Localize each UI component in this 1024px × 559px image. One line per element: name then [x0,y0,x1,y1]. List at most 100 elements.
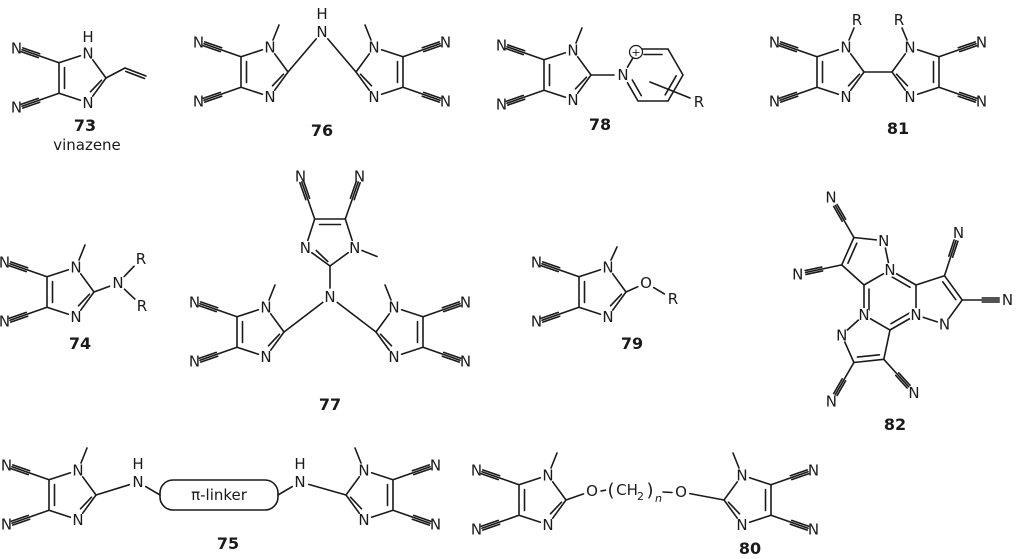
methyl-bond [361,249,378,258]
imidazole-ring [10,38,107,118]
methyl-bond [354,447,362,464]
label-mask [857,308,871,322]
atom-label-hydrogen: H [316,5,327,23]
atom-label-nitrogen: N [858,306,869,324]
atom-label-nitrogen: N [825,189,836,207]
methyl-bond [364,24,372,41]
atom-label-oxygen: O [675,483,687,501]
pi-linker-box [159,479,279,511]
label-mask [909,308,923,322]
imidazole-ring [0,252,95,332]
atom-label-nitrogen: N [112,274,123,292]
atom-label-nitrogen: N [836,326,847,344]
atom-label-r-group: R [894,11,904,29]
atom-label-nitrogen: N [132,473,143,491]
compound-number-76: 76 [311,121,333,140]
imidazole-ring [891,32,988,112]
atom-label-oxygen: O [586,482,598,500]
fused-ring-bonds [840,236,963,364]
compound-labels: 73 vinazene 74 75 76 77 78 79 80 81 82 [53,115,909,558]
compound-number-73: 73 [74,116,96,135]
compound-number-77: 77 [319,395,341,414]
imidazole-ring [470,460,567,540]
compound-76-structure: N H [192,5,452,112]
bridge-bonds [287,38,357,73]
atom-label-nitrogen: N [324,288,335,306]
atom-label-nitrogen: N [953,224,964,242]
nitrile-bonds [804,203,1000,397]
substituent-bonds [78,244,136,300]
methyl-bond [80,447,88,464]
atom-label-r-group: R [137,297,147,315]
subscript-two-label: 2 [637,490,644,503]
atom-label-nitrogen: N [884,261,895,279]
atom-label-hydrogen: H [82,28,93,46]
methyl-bond [268,284,276,301]
atom-label-nitrogen: N [910,306,921,324]
atom-label-oxygen: O [640,274,652,292]
compound-80-structure: O ( CH 2 ) n O [470,452,820,540]
atom-label-hydrogen: H [132,455,143,473]
methylene-label: CH [616,481,638,499]
atom-label-nitrogen: N [1002,291,1013,309]
imidazole-ring [192,32,289,112]
imidazole-ring [345,455,442,535]
atom-label-hydrogen: H [294,455,305,473]
label-mask [876,233,891,248]
label-mask [834,328,849,343]
linker-bonds [95,483,347,496]
methyl-bond [384,284,392,301]
ether-bonds [625,285,666,295]
compound-number-79: 79 [621,334,643,353]
imidazole-ring [723,460,820,540]
methyl-bond [550,452,558,469]
label-mask [937,317,952,332]
charge-plus-label: + [631,46,640,59]
compound-number-81: 81 [887,119,909,138]
atom-label-nitrogen: N [826,393,837,411]
imidazole-ring [0,455,97,535]
atom-label-r-group: R [694,93,704,111]
imidazole-ring [355,32,452,112]
imidazole-ring [188,292,285,372]
atom-label-nitrogen: N [294,473,305,491]
label-mask [883,263,897,277]
n-r-bond [901,27,908,41]
compound-number-74: 74 [69,334,91,353]
alkoxy-chain-bonds [565,489,725,501]
compound-77-structure: N [188,166,472,372]
imidazole-ring [375,292,472,372]
atom-label-r-group: R [136,250,146,268]
atom-label-r-group: R [852,11,862,29]
compound-78-structure: + N R [495,27,704,115]
atom-label-nitrogen: N [792,265,803,283]
n-r-bond [848,27,855,41]
paren-close-label: ) [646,480,653,501]
positive-charge-icon [628,44,644,60]
atom-label-nitrogen: N [617,66,628,84]
vinyl-group-bonds [105,67,147,80]
compound-number-75: 75 [217,534,239,553]
compound-name-vinazene: vinazene [53,136,121,154]
atom-label-nitrogen: N [316,23,327,41]
central-amine-bonds [283,265,377,333]
atom-label-r-group: R [668,290,678,308]
methyl-bond [575,27,583,44]
paren-open-label: ( [607,480,614,501]
imidazole-ring [530,252,627,332]
imidazole-ring [768,32,865,112]
compound-73-structure: H [10,28,147,118]
compound-81-structure: R R [768,11,988,112]
compound-number-80: 80 [739,539,761,558]
pi-linker-label: π-linker [191,486,248,504]
compound-number-82: 82 [884,415,906,434]
methyl-bond [610,246,618,261]
imidazole-ring [294,166,366,267]
atom-label-nitrogen: N [908,384,919,402]
compound-82-structure: N N N N N N N N N N N N [792,189,1013,411]
compound-number-78: 78 [589,115,611,134]
subscript-n-label: n [655,492,662,505]
atom-label-nitrogen: N [939,316,950,334]
